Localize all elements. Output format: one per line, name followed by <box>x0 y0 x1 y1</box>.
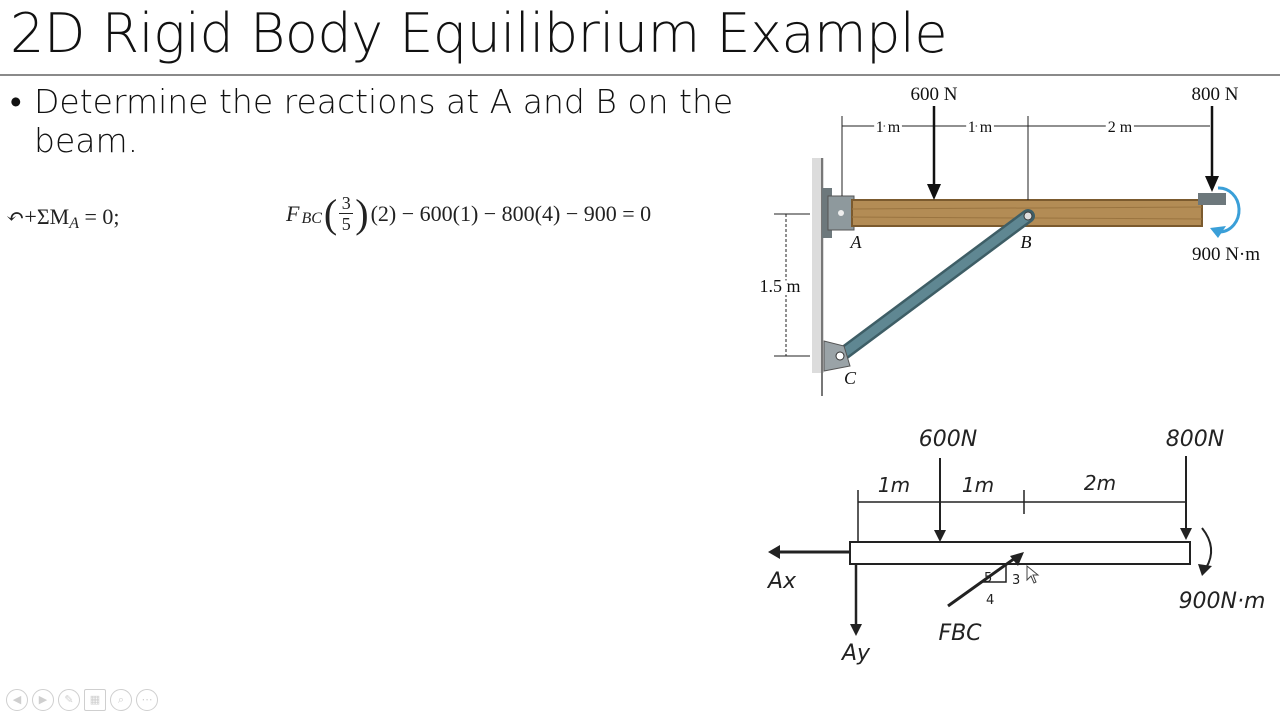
load-600-label: 600 N <box>911 84 958 105</box>
equation-label: ↶+ΣMA = 0; <box>6 204 120 232</box>
slide-title: 2D Rigid Body Equilibrium Example <box>10 2 948 65</box>
load-800-label: 800 N <box>1192 84 1239 105</box>
label-a: A <box>850 232 863 252</box>
end-plate <box>1198 193 1226 205</box>
height-label: 1.5 m <box>759 276 800 296</box>
bullet-marker: • <box>10 82 22 121</box>
title-underline <box>0 74 1280 76</box>
moment-arrow <box>1217 186 1241 234</box>
sketch-load-800: 800N <box>1166 427 1224 452</box>
slideshow-nav-toolbar: ◀ ▶ ✎ ▦ ⌕ ⋯ <box>6 689 158 711</box>
sketch-moment-arrow <box>1201 527 1213 569</box>
beam-diagram: 1 m 1 m 2 m 600 N 800 N 900 N·m 1.5 m A … <box>756 84 1260 396</box>
pin-c <box>835 351 845 361</box>
pen-tool-button[interactable]: ✎ <box>58 689 80 711</box>
zoom-button[interactable]: ⌕ <box>110 689 132 711</box>
sketch-dim-1m-right: 1m <box>962 473 994 497</box>
bullet-text: Determine the reactions at A and B on th… <box>34 82 734 160</box>
label-b: B <box>1021 232 1032 252</box>
sketch-ax: Ax <box>766 569 797 594</box>
mouse-cursor <box>1026 564 1040 584</box>
sketch-tri-3: 3 <box>1012 573 1020 588</box>
sketch-moment: 900N·m <box>1179 589 1266 614</box>
pin-b <box>1023 211 1033 221</box>
sketch-tri-4: 4 <box>986 593 994 608</box>
bullet-point: • Determine the reactions at A and B on … <box>10 82 750 160</box>
label-c: C <box>844 368 857 388</box>
sketch-fbc: FBC <box>938 621 982 646</box>
pin-a <box>838 210 844 216</box>
more-options-button[interactable]: ⋯ <box>136 689 158 711</box>
see-all-slides-button[interactable]: ▦ <box>84 689 106 711</box>
sketch-load-600: 600N <box>919 427 977 452</box>
dim-1m-right: 1 m <box>968 119 993 136</box>
sketch-dim-2m: 2m <box>1084 471 1116 495</box>
free-body-sketch: 600N 800N 1m 1m 2m 900N·m Ax Ay 5 3 4 FB… <box>766 427 1266 666</box>
sketch-dim-1m-left: 1m <box>878 473 910 497</box>
dim-2m: 2 m <box>1108 119 1133 136</box>
moment-label: 900 N·m <box>1192 244 1260 265</box>
next-slide-button[interactable]: ▶ <box>32 689 54 711</box>
previous-slide-button[interactable]: ◀ <box>6 689 28 711</box>
bracket-a <box>822 188 832 238</box>
sketch-ay: Ay <box>840 641 871 666</box>
dim-1m-left: 1 m <box>876 119 901 136</box>
sketch-tri-5: 5 <box>984 571 992 586</box>
